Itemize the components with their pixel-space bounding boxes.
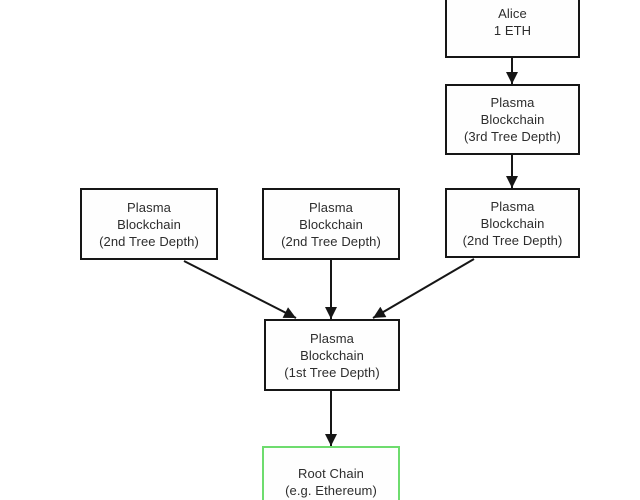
node-plasma-2nd-mid-line: Plasma [309, 199, 353, 215]
node-plasma-2nd-left-line: Blockchain [117, 216, 181, 232]
node-plasma-2nd-tree-depth-left: Plasma Blockchain (2nd Tree Depth) [80, 188, 218, 260]
node-plasma-2nd-left-line: (2nd Tree Depth) [99, 233, 199, 249]
node-plasma-2nd-left-line: Plasma [127, 199, 171, 215]
node-plasma-2nd-tree-depth-right: Plasma Blockchain (2nd Tree Depth) [445, 188, 580, 258]
node-plasma-2nd-mid-line: Blockchain [299, 216, 363, 232]
node-plasma-2nd-mid-line: (2nd Tree Depth) [281, 233, 381, 249]
node-plasma-3rd-line: Plasma [490, 95, 535, 110]
node-alice: Alice 1 ETH [445, 0, 580, 58]
edge-plasma-2nd-right-to-plasma-1st [372, 258, 475, 319]
node-plasma-2nd-tree-depth-middle: Plasma Blockchain (2nd Tree Depth) [262, 188, 400, 260]
node-alice-line: Alice [498, 6, 527, 21]
edge-plasma-2nd-left-to-plasma-1st [183, 260, 297, 319]
node-plasma-1st-line: Plasma [310, 330, 354, 346]
node-plasma-2nd-right-line: Plasma [490, 198, 535, 214]
node-plasma-2nd-right-line: Blockchain [480, 215, 545, 231]
node-plasma-3rd-line: Blockchain [480, 112, 545, 127]
node-root-chain-line: Root Chain [297, 466, 365, 481]
node-plasma-1st-line: (1st Tree Depth) [284, 364, 380, 380]
node-plasma-1st-tree-depth: Plasma Blockchain (1st Tree Depth) [264, 319, 400, 391]
node-alice-line: 1 ETH [493, 23, 532, 38]
node-plasma-2nd-right-line: (2nd Tree Depth) [462, 232, 563, 248]
node-plasma-1st-line: Blockchain [300, 347, 364, 363]
node-root-chain: Root Chain (e.g. Ethereum) [262, 446, 400, 500]
node-plasma-3rd-tree-depth: Plasma Blockchain (3rd Tree Depth) [445, 84, 580, 155]
node-root-chain-line: (e.g. Ethereum) [285, 483, 377, 498]
node-plasma-3rd-line: (3rd Tree Depth) [464, 129, 561, 144]
